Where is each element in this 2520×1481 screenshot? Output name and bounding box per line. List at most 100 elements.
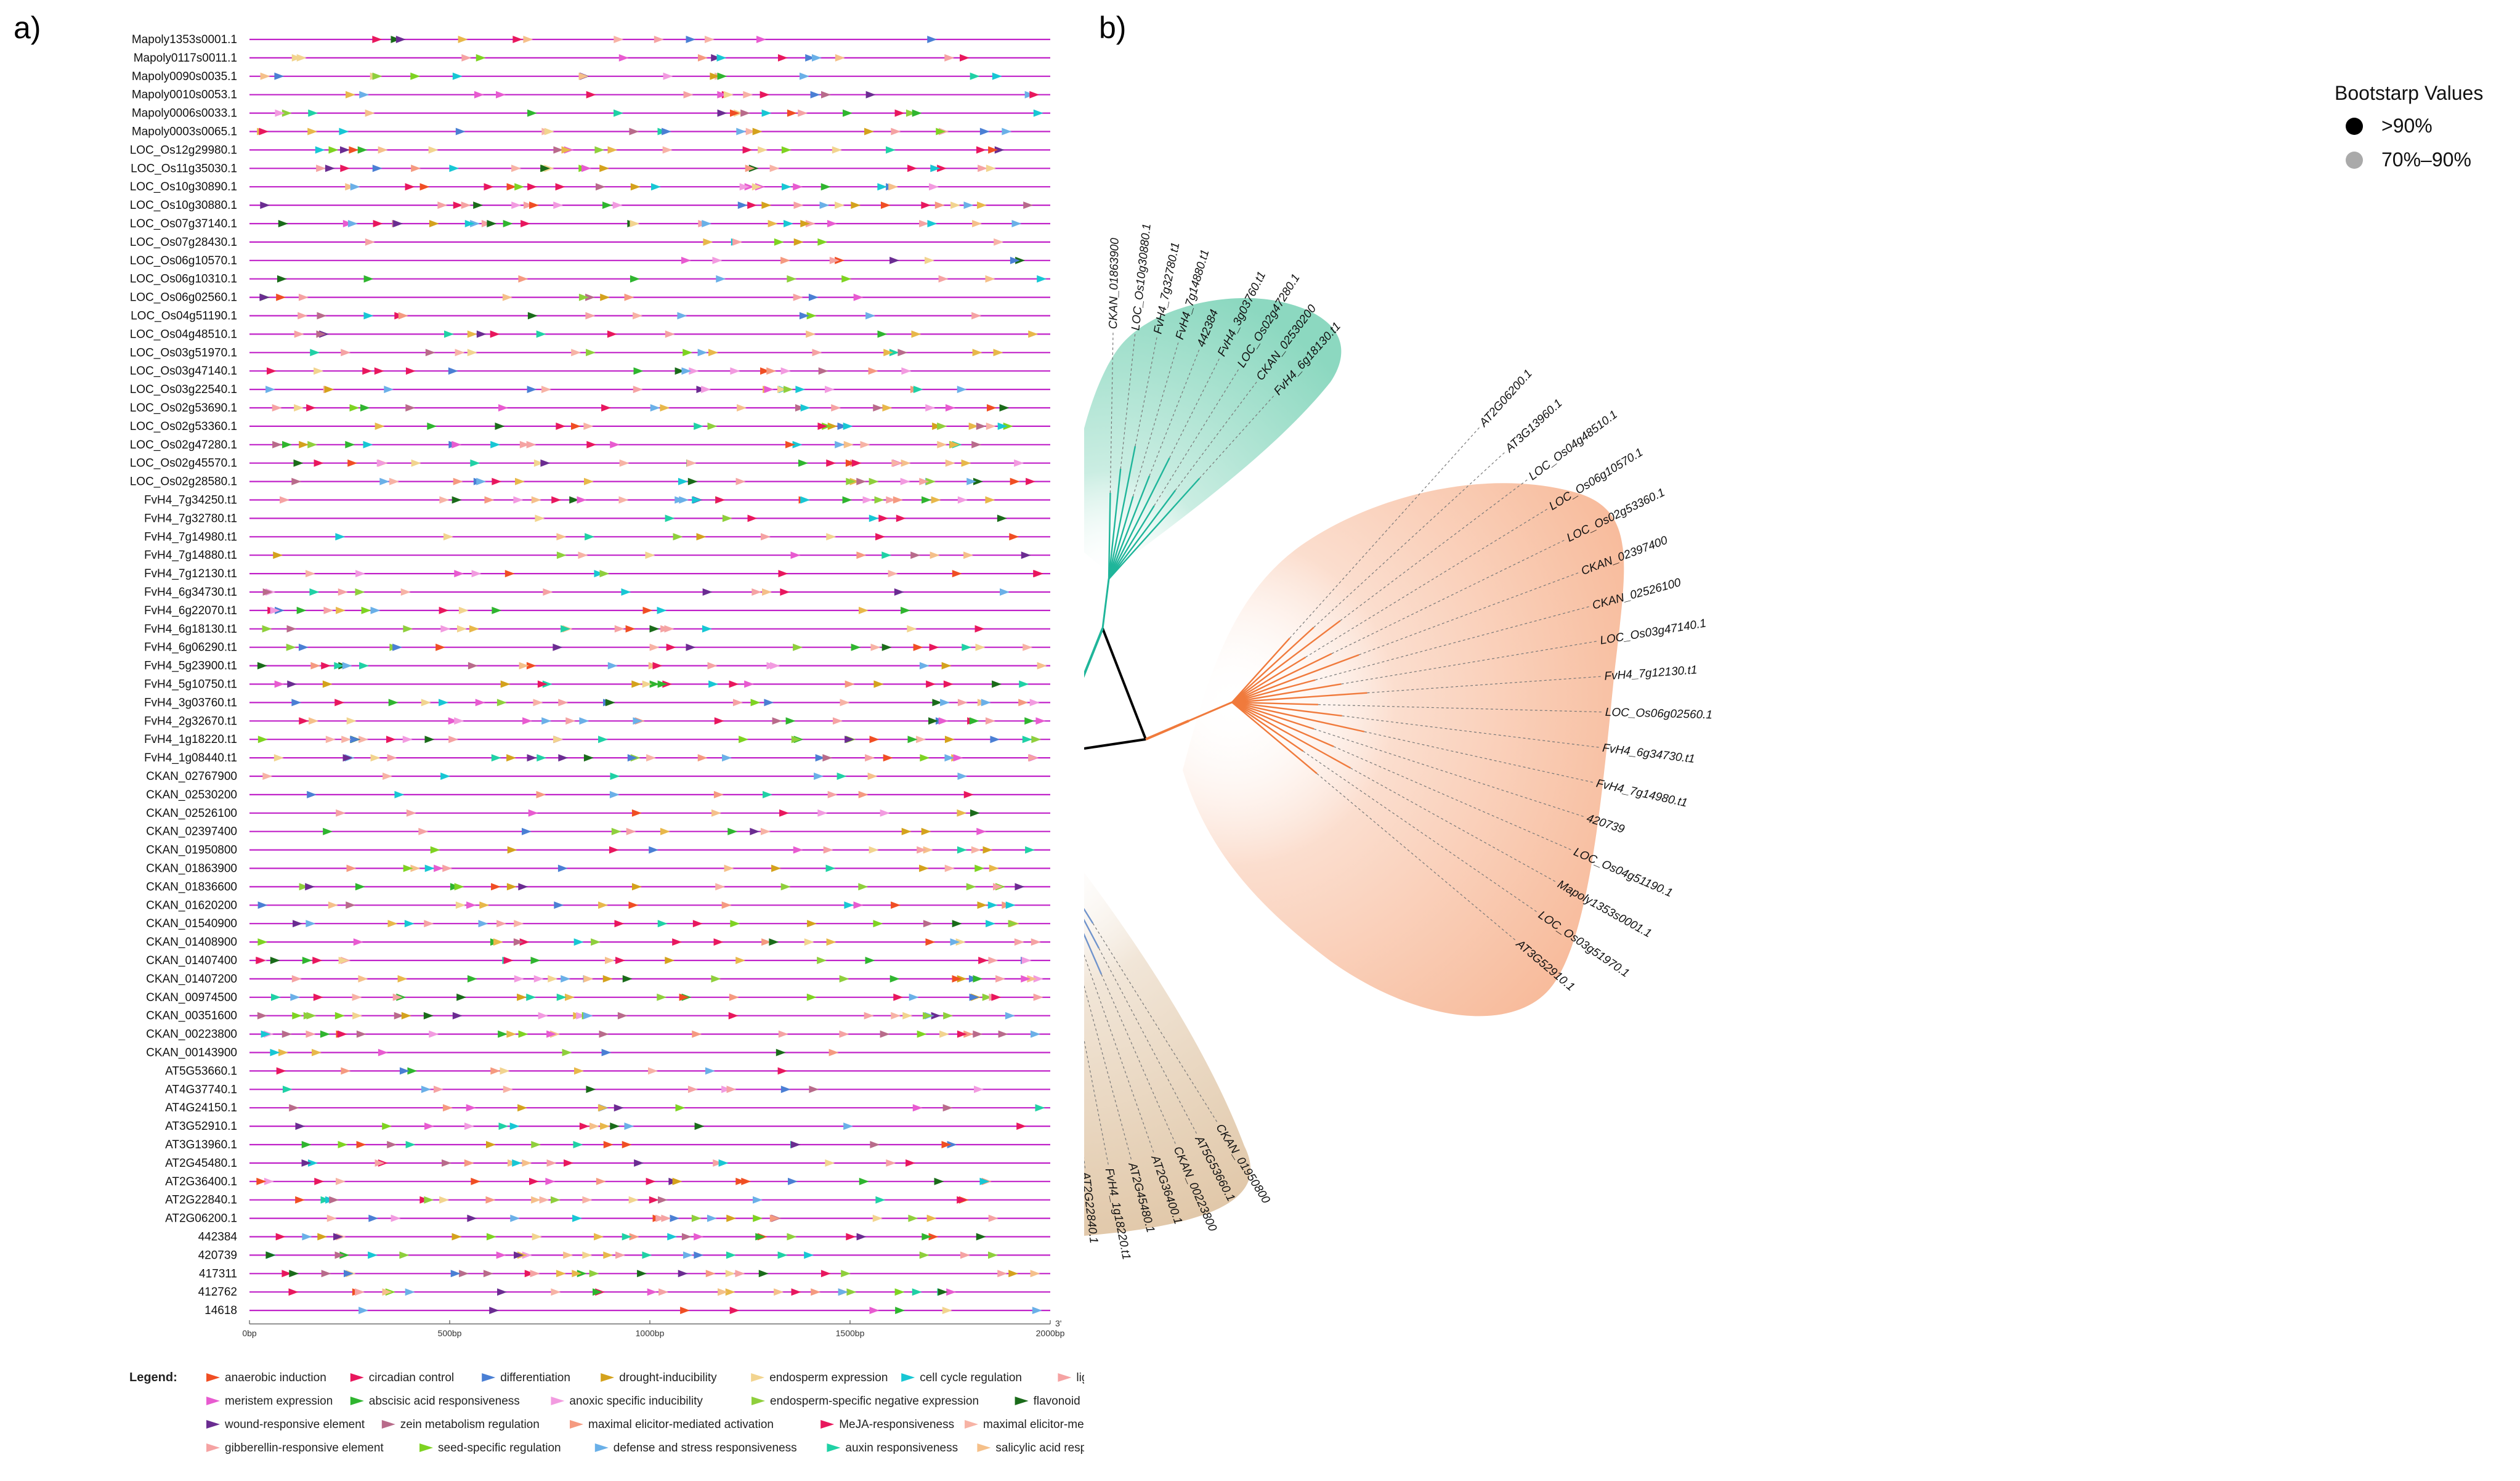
cis-element-marker [795, 386, 806, 394]
cis-element-marker [919, 1251, 930, 1259]
cis-element-marker [378, 146, 388, 154]
gene-track: CKAN_02530200 [146, 789, 1050, 801]
cis-element-marker [932, 699, 942, 707]
gene-name: LOC_Os02g53690.1 [130, 402, 237, 415]
gene-name: FvH4_1g18220.t1 [144, 733, 237, 746]
cis-element-marker [963, 1030, 974, 1038]
legend-swatch [965, 1420, 978, 1429]
cis-element-marker [835, 256, 845, 264]
cis-element-marker [873, 680, 884, 688]
cis-element-marker [686, 459, 697, 467]
cis-element-marker [747, 201, 758, 209]
cis-element-marker [298, 293, 309, 301]
legend-item: gibberellin-responsive element [206, 1442, 384, 1455]
cis-element-marker [689, 367, 699, 375]
cis-element-marker [298, 643, 309, 651]
cis-element-marker [654, 36, 664, 43]
gene-name: CKAN_01863900 [146, 862, 237, 875]
cis-element-marker [1031, 938, 1041, 946]
cis-element-marker [341, 349, 351, 357]
gene-track: LOC_Os12g29980.1 [130, 144, 1050, 156]
cis-element-marker [877, 183, 888, 191]
legend-label: maximal elicitor-mediated activation [983, 1418, 1084, 1431]
clade-branch [1101, 578, 1110, 629]
cis-element-marker [780, 1085, 791, 1094]
cis-element-marker [966, 883, 976, 891]
cis-element-marker [896, 514, 906, 522]
cis-element-marker [835, 54, 845, 62]
cis-element-marker [498, 1030, 508, 1038]
cis-element-marker [913, 643, 923, 651]
cis-element-marker [594, 1233, 604, 1241]
cis-element-marker [672, 1177, 683, 1185]
gene-name: 14618 [205, 1304, 237, 1317]
panel-a: a) Mapoly1353s0001.1Mapoly0117s0011.1Map… [14, 10, 1084, 1455]
cis-element-marker [745, 128, 756, 136]
cis-element-marker [670, 1214, 680, 1222]
cis-element-marker [551, 1288, 561, 1296]
gene-track: FvH4_7g14980.t1 [144, 530, 1050, 543]
cis-element-marker [454, 717, 464, 725]
cis-element-marker [583, 975, 594, 983]
cis-element-marker [941, 1141, 952, 1148]
cis-element-marker [609, 790, 620, 798]
cis-element-marker [968, 422, 979, 430]
cis-element-marker [379, 477, 390, 485]
legend-swatch [827, 1443, 841, 1452]
cis-element-marker [466, 901, 477, 909]
cis-element-marker [260, 201, 270, 209]
cis-element-marker [583, 1012, 593, 1020]
cis-element-marker [874, 496, 885, 504]
cis-element-marker [919, 662, 930, 670]
cis-element-marker [529, 1177, 539, 1185]
cis-element-marker [924, 256, 934, 264]
cis-element-marker [869, 1307, 880, 1315]
cis-element-marker [722, 514, 732, 522]
clade-branch [1188, 701, 1233, 722]
cis-element-marker [299, 883, 309, 891]
cis-element-marker [707, 662, 718, 670]
cis-element-marker [530, 1270, 540, 1278]
cis-element-marker [658, 1196, 668, 1204]
cis-element-marker [280, 496, 290, 504]
cis-element-marker [491, 754, 501, 762]
cis-element-marker [473, 201, 484, 209]
cis-element-marker [845, 680, 855, 688]
cis-element-marker [997, 422, 1008, 430]
gene-track: AT2G36400.1 [165, 1175, 1050, 1188]
cis-element-marker [359, 1307, 369, 1315]
legend-swatch [350, 1373, 364, 1382]
cis-element-marker [715, 496, 726, 504]
cis-element-marker [631, 809, 642, 817]
leaf-branch [1231, 683, 1342, 704]
cis-element-marker [1005, 1012, 1015, 1020]
cis-element-marker [687, 477, 698, 485]
cis-element-marker [957, 975, 967, 983]
cis-element-marker [464, 220, 475, 227]
legend-label: defense and stress responsiveness [614, 1442, 797, 1455]
cis-element-marker [442, 864, 453, 872]
cis-element-marker [763, 790, 773, 798]
leaf-connector [1333, 746, 1571, 850]
legend-label: gibberellin-responsive element [225, 1442, 384, 1455]
cis-element-marker [339, 128, 349, 136]
cis-element-marker [356, 1141, 367, 1148]
panel-a-label: a) [14, 10, 41, 45]
cis-element-marker [514, 183, 525, 191]
cis-element-marker [696, 533, 707, 541]
cis-element-marker [400, 588, 411, 596]
legend-item: cell cycle regulation [901, 1371, 1022, 1384]
cis-element-marker [456, 993, 467, 1001]
cis-element-marker [760, 367, 771, 375]
cis-element-marker [985, 496, 995, 504]
cis-element-marker [405, 404, 416, 412]
cis-element-marker [1028, 330, 1039, 338]
cis-element-marker [750, 827, 760, 835]
legend-swatch [601, 1373, 615, 1382]
cis-element-marker [301, 1141, 312, 1148]
cis-element-marker [880, 809, 890, 817]
cis-element-marker [755, 1233, 766, 1241]
cis-element-marker [1033, 993, 1043, 1001]
cis-element-marker [521, 220, 531, 227]
cis-element-marker [256, 1177, 267, 1185]
